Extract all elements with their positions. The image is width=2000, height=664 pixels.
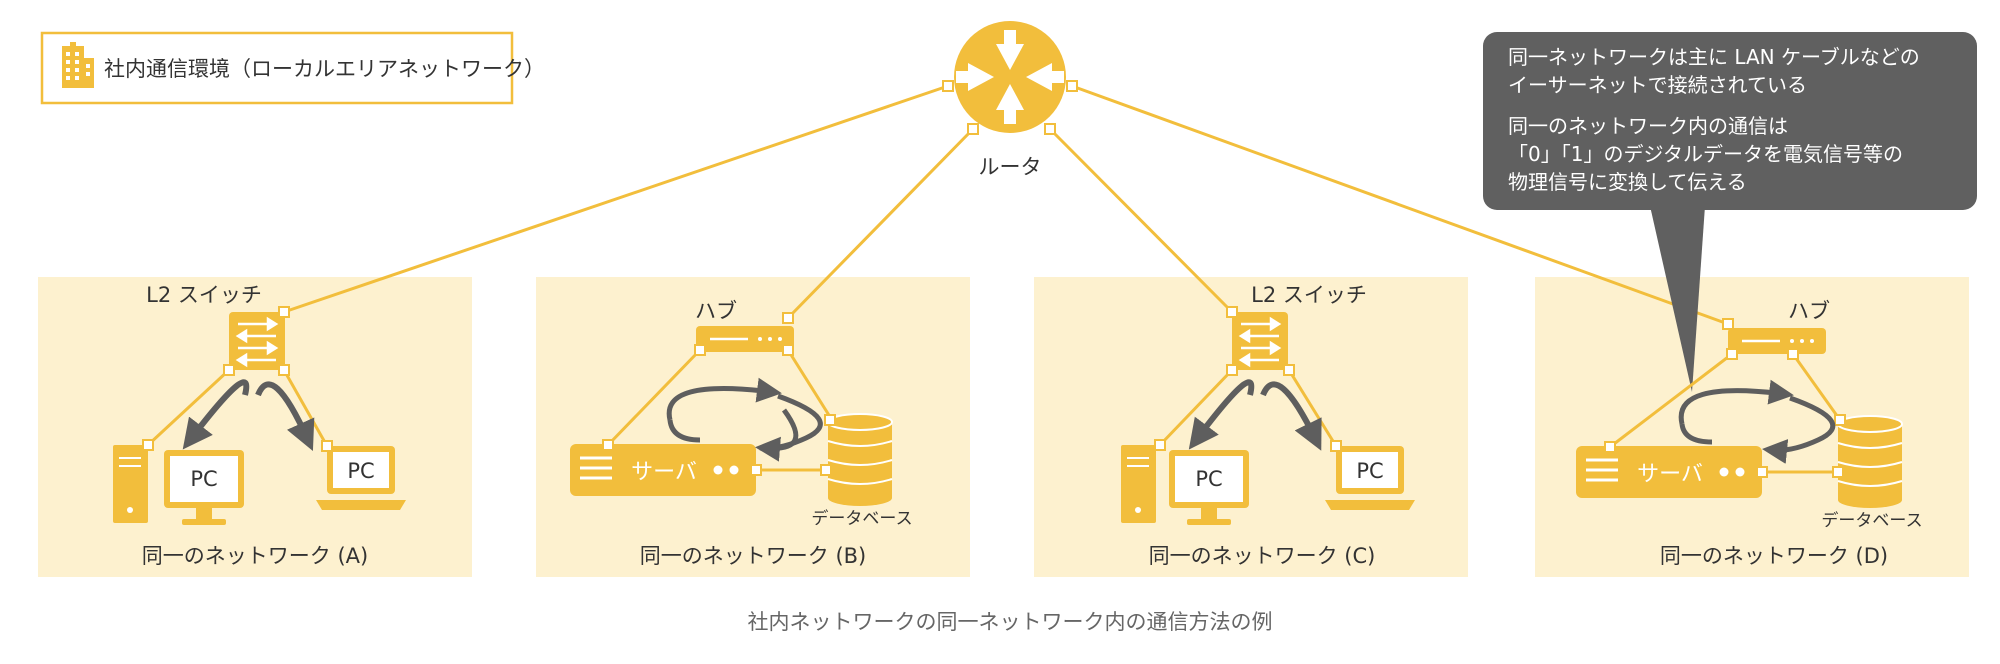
server-icon: サーバ xyxy=(1576,441,1768,498)
figure-caption: 社内ネットワークの同一ネットワーク内の通信方法の例 xyxy=(748,610,1273,634)
pc-label-a2: PC xyxy=(347,459,374,483)
pc-label-c2: PC xyxy=(1356,459,1383,483)
l2-switch-icon xyxy=(223,306,290,376)
server-label-b: サーバ xyxy=(631,460,697,485)
router-arrows-icon xyxy=(956,30,1064,124)
callout: 同一ネットワークは主に LAN ケーブルなどの イーサーネットで接続されている … xyxy=(1483,32,1977,392)
communication-arrow-c2 xyxy=(1260,381,1322,451)
router: ルータ xyxy=(942,21,1078,179)
switch-label-c: L2 スイッチ xyxy=(1251,283,1367,307)
uplink-lines xyxy=(283,84,1729,326)
server-icon: サーバ xyxy=(570,439,762,496)
hub-icon xyxy=(1722,318,1826,360)
database-icon xyxy=(1832,414,1903,508)
hub-label-b: ハブ xyxy=(695,299,737,323)
communication-loop-b3 xyxy=(759,393,823,451)
communication-loop-d1 xyxy=(1678,379,1794,425)
legend: 社内通信環境（ローカルエリアネットワーク） xyxy=(40,31,545,105)
desktop-tower-icon xyxy=(1121,439,1166,523)
communication-arrow-a2 xyxy=(255,381,315,451)
network-b: ハブ サーバ xyxy=(570,299,913,568)
legend-label: 社内通信環境（ローカルエリアネットワーク） xyxy=(104,57,545,81)
callout-line-4: 「0」「1」のデジタルデータを電気信号等の xyxy=(1508,142,1903,166)
pc-label-a1: PC xyxy=(190,467,217,491)
laptop-icon: PC xyxy=(316,440,406,510)
network-c: L2 スイッチ PC xyxy=(1121,283,1415,568)
server-label-d: サーバ xyxy=(1637,462,1703,487)
network-caption-c: 同一のネットワーク (C) xyxy=(1149,544,1376,568)
db-label-b: データベース xyxy=(811,508,912,529)
desktop-tower-icon xyxy=(113,439,154,523)
desktop-monitor-icon: PC xyxy=(1169,450,1249,525)
callout-line-1: 同一ネットワークは主に LAN ケーブルなどの xyxy=(1508,45,1920,69)
l2-switch-icon xyxy=(1226,306,1295,376)
network-caption-a: 同一のネットワーク (A) xyxy=(142,544,368,568)
communication-loop-d2 xyxy=(1762,395,1836,464)
hub-icon xyxy=(694,312,794,356)
switch-label-a: L2 スイッチ xyxy=(146,283,262,307)
db-label-d: データベース xyxy=(1821,510,1922,531)
network-panel-b xyxy=(536,277,970,577)
database-icon xyxy=(820,413,893,506)
callout-line-5: 物理信号に変換して伝える xyxy=(1508,170,1747,194)
network-d: ハブ サーバ xyxy=(1576,299,1923,568)
communication-loop-b1 xyxy=(666,377,782,421)
communication-loop-b4 xyxy=(667,419,701,443)
network-caption-d: 同一のネットワーク (D) xyxy=(1660,544,1888,568)
router-label: ルータ xyxy=(979,155,1042,179)
network-a: L2 スイッチ PC xyxy=(113,283,406,568)
callout-line-3: 同一のネットワーク内の通信は xyxy=(1508,114,1788,138)
desktop-monitor-icon: PC xyxy=(164,450,244,525)
pc-label-c1: PC xyxy=(1195,467,1222,491)
laptop-icon: PC xyxy=(1325,440,1415,510)
network-caption-b: 同一のネットワーク (B) xyxy=(640,544,866,568)
hub-label-d: ハブ xyxy=(1788,299,1830,323)
communication-arrow-c xyxy=(1188,379,1255,450)
callout-line-2: イーサーネットで接続されている xyxy=(1508,73,1807,97)
network-panel-d xyxy=(1535,277,1969,577)
communication-arrow-a xyxy=(182,379,250,450)
building-icon xyxy=(62,42,94,88)
communication-loop-d3 xyxy=(1679,423,1713,445)
